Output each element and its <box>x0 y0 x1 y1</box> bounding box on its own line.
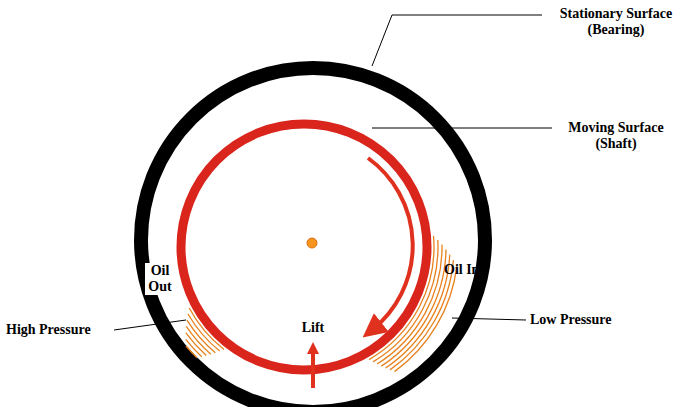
lift-label: Lift <box>302 320 325 336</box>
leader-line <box>372 15 542 66</box>
oil-stream <box>188 314 220 351</box>
flow-label: Oil In <box>444 262 479 278</box>
lift-arrowhead <box>307 342 319 354</box>
flow-label: Oil Out <box>145 263 175 295</box>
pressure-label: Low Pressure <box>530 312 612 328</box>
oil-stream <box>373 240 438 362</box>
part-label: Moving Surface (Shaft) <box>556 120 676 152</box>
oil-film-in <box>369 236 457 372</box>
shaft-center <box>307 238 317 248</box>
leader-line <box>372 128 552 129</box>
leader-line <box>452 318 526 320</box>
shaft-ring <box>181 124 427 370</box>
oil-film-out <box>186 308 224 358</box>
lift-arrow <box>311 352 315 388</box>
oil-stream <box>186 346 197 358</box>
part-label: Stationary Surface (Bearing) <box>546 6 686 38</box>
leader-line <box>114 320 186 330</box>
oil-stream <box>369 236 434 360</box>
oil-stream <box>390 260 453 370</box>
bearing-ring <box>141 68 485 407</box>
pressure-label: High Pressure <box>6 322 91 338</box>
oil-stream <box>395 266 457 372</box>
oil-stream <box>377 245 442 364</box>
rotation-arrow <box>368 158 413 330</box>
oil-stream <box>187 320 215 353</box>
